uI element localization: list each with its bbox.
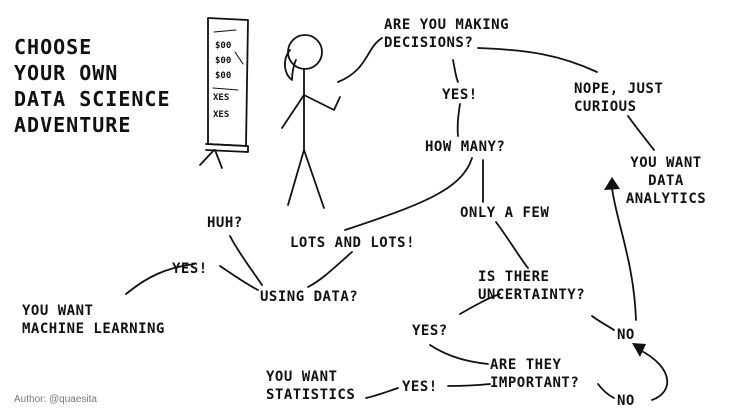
author-credit: Author: @quaesita	[14, 394, 97, 405]
node-using-data: USING DATA?	[260, 289, 359, 305]
whiteboard-line-5: XES	[213, 110, 229, 120]
node-statistics: YOU WANT STATISTICS	[266, 369, 356, 403]
whiteboard-line-4: XES	[213, 93, 229, 103]
whiteboard-stand	[199, 149, 223, 169]
figure-ponytail	[284, 49, 297, 81]
node-only-a-few: ONLY A FEW	[460, 205, 550, 221]
node-making-decisions: ARE YOU MAKING DECISIONS?	[384, 17, 510, 51]
node-data-analytics: YOU WANT DATA ANALYTICS	[625, 155, 707, 207]
stick-figure	[281, 34, 341, 209]
node-machine-learning: YOU WANT MACHINE LEARNING	[22, 303, 165, 337]
node-yes-statistics: YES!	[402, 379, 438, 395]
node-yes-uncertainty: YES?	[412, 323, 448, 339]
figure-head	[287, 34, 323, 70]
node-yes-machine-learning: YES!	[172, 261, 208, 277]
whiteboard-line-2: $00	[215, 56, 231, 66]
speech-tail	[337, 37, 383, 83]
node-lots-and-lots: LOTS AND LOTS!	[290, 235, 416, 251]
diagram-title: CHOOSE YOUR OWN DATA SCIENCE ADVENTURE	[14, 35, 171, 137]
whiteboard: $00 $00 $00 XES XES	[199, 17, 249, 169]
node-huh: HUH?	[207, 215, 243, 231]
whiteboard-line-1: $00	[215, 41, 231, 51]
node-nope-curious: NOPE, JUST CURIOUS	[574, 81, 664, 115]
figure-right-arm	[303, 94, 341, 111]
figure-legs	[287, 149, 325, 209]
node-are-they-important: ARE THEY IMPORTANT?	[490, 357, 580, 391]
whiteboard-line-3: $00	[215, 71, 231, 81]
node-how-many: HOW MANY?	[425, 139, 506, 155]
node-yes-decisions: YES!	[442, 87, 478, 103]
node-is-there-uncertainty: IS THERE UNCERTAINTY?	[478, 269, 586, 303]
whiteboard-tray	[205, 143, 249, 153]
connectors	[125, 47, 668, 401]
node-no-uncertainty: NO	[617, 327, 635, 343]
whiteboard-frame	[207, 17, 249, 147]
figure-left-arm	[281, 94, 305, 129]
node-no-important: NO	[617, 393, 635, 409]
